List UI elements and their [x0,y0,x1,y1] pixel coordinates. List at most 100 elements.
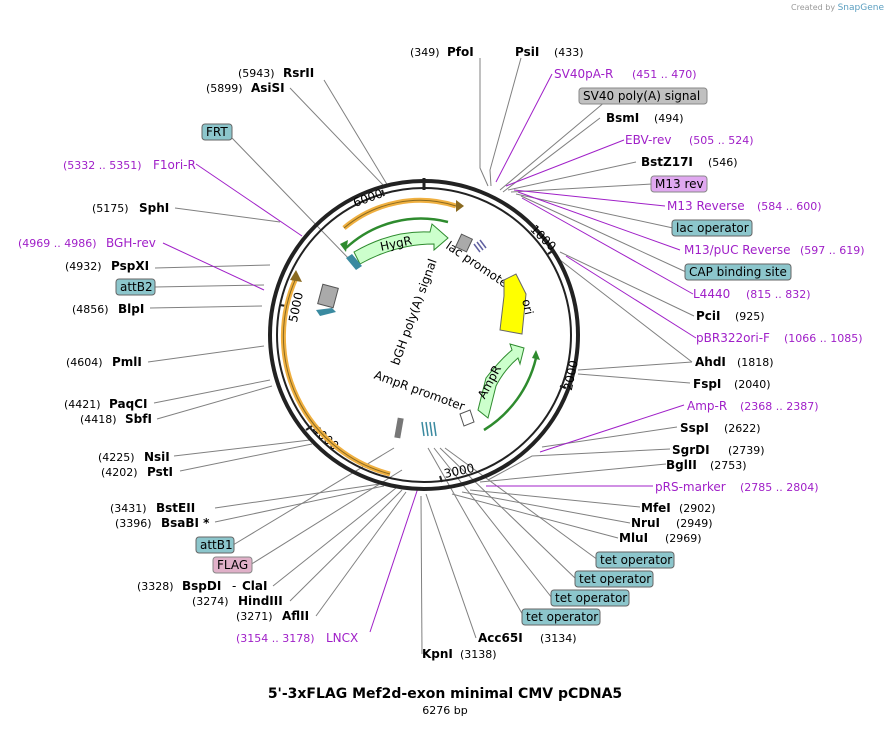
label-l4440[interactable]: L4440 [693,287,730,301]
label-f1ori-r-num: (5332 .. 5351) [63,159,142,172]
label-pfoi[interactable]: PfoI [447,45,474,59]
label-aflii-num: (3271) [236,610,273,623]
plasmid-name: 5'-3xFLAG Mef2d-exon minimal CMV pCDNA5 [267,686,623,702]
label-bsabi-num: (3396) [115,517,152,530]
box-lac-operator[interactable] [671,219,753,237]
label-bsteii[interactable]: BstEII [156,501,195,515]
label-pcii[interactable]: PciI [696,309,721,323]
label-tet-operator-1: tet operator [600,553,672,567]
label-clai[interactable]: ClaI [242,579,267,593]
label-rsrii[interactable]: RsrII [283,66,314,80]
label-sphi[interactable]: SphI [139,201,169,215]
label-nsii[interactable]: NsiI [144,450,170,464]
label-paqci-num: (4421) [64,398,101,411]
label-bsabi[interactable]: BsaBI * [161,516,210,530]
label-asisi-num: (5899) [206,82,243,95]
label-pspxi[interactable]: PspXI [111,259,149,273]
label-blpi[interactable]: BlpI [118,302,144,316]
label-amp-r[interactable]: Amp-R [687,399,727,413]
label-fspi-num: (2040) [734,378,771,391]
label-lac-operator: lac operator [676,221,749,235]
green-arc-top [345,217,449,249]
lac-promoter-box [454,233,474,253]
box-attb2[interactable] [115,278,156,296]
orange-arc-left-line [282,277,391,475]
label-sv40pa-r-num: (451 .. 470) [632,68,697,81]
label-kpni-num: (3138) [460,648,497,661]
ori-label: ori [519,298,536,316]
label-lncx[interactable]: LNCX [326,631,358,645]
box-flag[interactable] [212,556,253,574]
label-acc65i[interactable]: Acc65I [478,631,523,645]
label-mlui[interactable]: MluI [619,531,648,545]
label-sbfi[interactable]: SbfI [125,412,152,426]
label-psti[interactable]: PstI [147,465,173,479]
label-paqci[interactable]: PaqCI [109,397,147,411]
tick-label-3000: 3000 [443,461,476,481]
ori-arrow [499,273,527,335]
label-bgh-rev[interactable]: BGH-rev [106,236,156,250]
label-bglii[interactable]: BglII [666,458,697,472]
snapgene-logo: SnapGene [837,3,884,13]
label-sbfi-num: (4418) [80,413,117,426]
label-asisi[interactable]: AsiSI [251,81,285,95]
label-sgrdi-num: (2739) [728,444,765,457]
label-mlui-num: (2969) [665,532,702,545]
ampr-promoter-marker [459,409,475,427]
ampr-promoter-label: AmpR promoter [372,368,466,414]
orange-arc-left-arrow [290,270,302,282]
box-sv40-polya[interactable] [578,87,708,105]
label-sv40pa-r[interactable]: SV40pA-R [554,67,613,81]
frt-mark [346,254,362,270]
label-bgh-rev-num: (4969 .. 4986) [18,237,97,250]
label-tet-operator-3: tet operator [555,591,627,605]
ampr-gene-arrow [477,343,525,419]
box-tet-operator-1[interactable] [595,551,675,569]
label-prs-marker-num: (2785 .. 2804) [740,481,819,494]
label-hindiii[interactable]: HindIII [238,594,283,608]
label-aflii[interactable]: AflII [282,609,309,623]
label-sgrdi[interactable]: SgrDI [672,443,710,457]
attb2-mark [316,308,336,316]
label-m13-rev: M13 rev [655,177,704,191]
label-bglii-num: (2753) [710,459,747,472]
label-kpni[interactable]: KpnI [422,647,453,661]
bgh-polya-box [317,283,339,309]
label-sspi[interactable]: SspI [680,421,709,435]
label-nrui[interactable]: NruI [631,516,660,530]
label-psii[interactable]: PsiI [515,45,539,59]
label-bstz17i[interactable]: BstZ17I [641,155,693,169]
tick-label-2000: 2000 [561,359,581,392]
box-m13-rev[interactable] [650,175,708,193]
box-frt[interactable] [201,123,233,141]
label-ebv-rev-num: (505 .. 524) [689,134,754,147]
box-tet-operator-4[interactable] [521,608,601,626]
label-flag: FLAG [217,558,248,572]
box-attb1[interactable] [195,536,235,554]
label-fspi[interactable]: FspI [693,377,721,391]
label-rsrii-num: (5943) [238,67,275,80]
label-mfei[interactable]: MfeI [641,501,671,515]
label-blpi-num: (4856) [72,303,109,316]
label-ebv-rev[interactable]: EBV-rev [625,133,671,147]
label-l4440-num: (815 .. 832) [746,288,811,301]
label-m13-reverse[interactable]: M13 Reverse [667,199,745,213]
box-cap-site[interactable] [684,263,792,281]
label-pcii-num: (925) [735,310,765,323]
orange-arc-top-arrow [456,200,464,212]
leader-lines [147,57,695,655]
label-bsmi[interactable]: BsmI [606,111,639,125]
label-bspdi[interactable]: BspDI [182,579,221,593]
box-tet-operator-3[interactable] [550,589,630,607]
label-sphi-num: (5175) [92,202,129,215]
label-ahdi[interactable]: AhdI [695,355,726,369]
label-prs-marker[interactable]: pRS-marker [655,480,726,494]
label-ahdi-num: (1818) [737,356,774,369]
label-m13puc-reverse[interactable]: M13/pUC Reverse [684,243,791,257]
tick-label-5000: 5000 [286,291,306,324]
box-tet-operator-2[interactable] [574,570,654,588]
label-pbr322ori-f[interactable]: pBR322ori-F [696,331,770,345]
label-pmli[interactable]: PmlI [112,355,142,369]
label-f1ori-r[interactable]: F1ori-R [153,158,196,172]
